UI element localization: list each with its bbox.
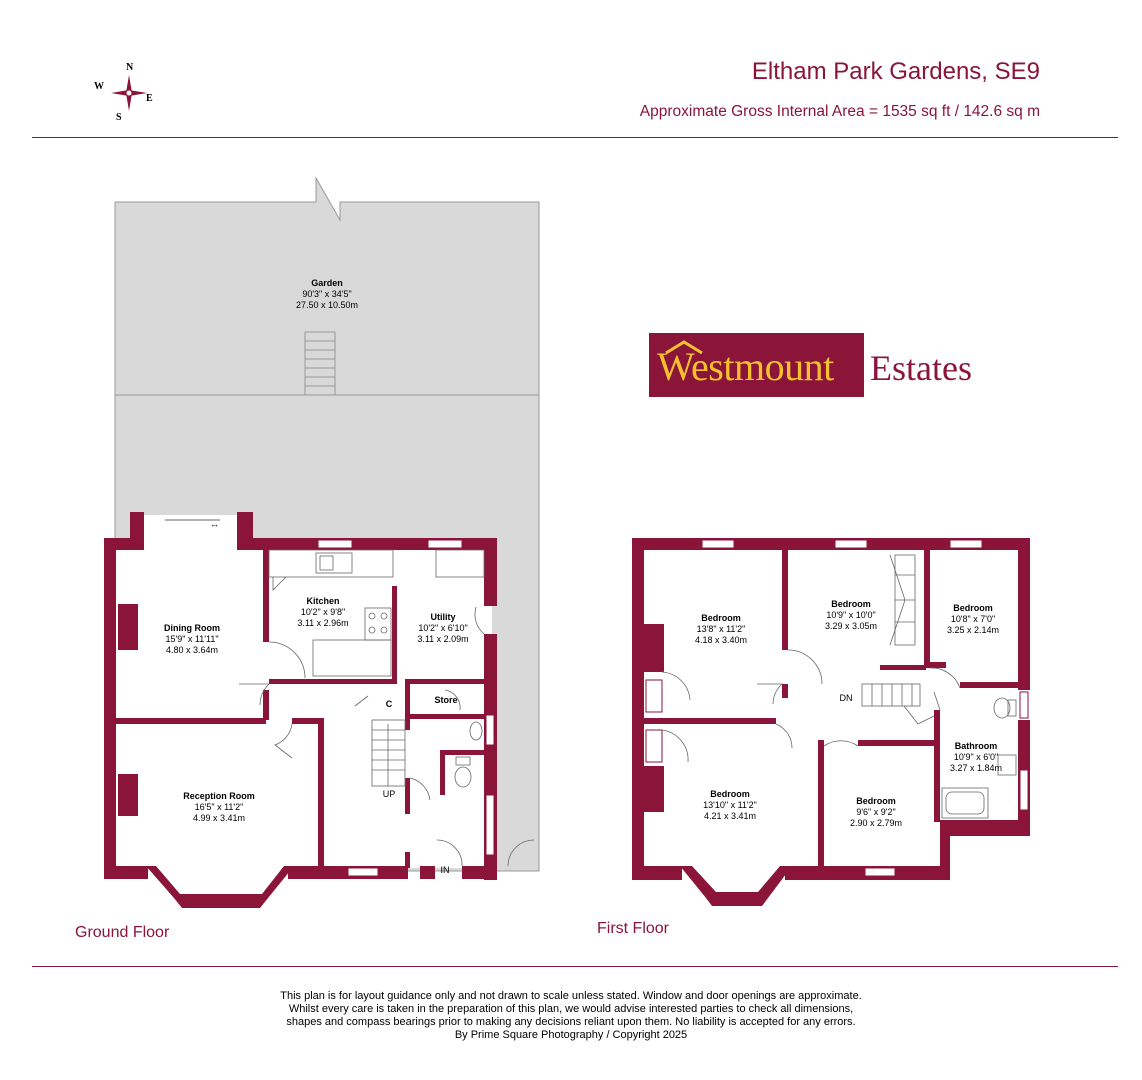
room-metric-utility: 3.11 x 2.09m [417,634,468,644]
top-divider [32,137,1118,138]
room-metric-bedroom-3: 3.25 x 2.14m [947,625,999,635]
room-metric-bedroom-2: 3.29 x 3.05m [825,621,877,631]
room-metric-bedroom-1: 4.18 x 3.40m [695,635,747,645]
room-imperial-utility: 10'2" x 6'10" [418,623,467,633]
disclaimer-line-4: By Prime Square Photography / Copyright … [454,1029,688,1041]
svg-text:↔: ↔ [210,519,219,529]
room-name-bedroom-1: Bedroom [701,613,741,623]
room-imperial-bedroom-2: 10'9" x 10'0" [826,610,875,620]
room-metric-garden: 27.50 x 10.50m [296,300,358,310]
compass-n: N [126,62,134,73]
room-imperial-kitchen: 10'2" x 9'8" [301,607,345,617]
room-imperial-bedroom-5: 9'6" x 9'2" [856,807,895,817]
room-imperial-reception: 16'5" x 11'2" [195,802,244,812]
room-imperial-bedroom-4: 13'10" x 11'2" [703,800,757,810]
first-floor-plan [632,538,1030,906]
logo-roof-icon [665,340,703,354]
room-imperial-bathroom: 10'9" x 6'0" [954,752,998,762]
room-metric-dining: 4.80 x 3.64m [166,645,218,655]
compass-icon: N S E W [94,62,153,123]
room-metric-kitchen: 3.11 x 2.96m [297,618,348,628]
room-metric-bedroom-5: 2.90 x 2.79m [850,818,902,828]
room-name-reception: Reception Room [183,791,255,801]
marker-cupboard: C [386,699,393,709]
gross-area: Approximate Gross Internal Area = 1535 s… [639,103,1040,120]
logo-word-westmount: Westmount [657,344,834,389]
room-name-kitchen: Kitchen [306,596,339,606]
disclaimer-line-1: This plan is for layout guidance only an… [280,990,862,1002]
ground-floor-labels: Garden 90'3" x 34'5" 27.50 x 10.50m Dini… [164,278,469,875]
room-name-bedroom-4: Bedroom [710,789,750,799]
compass-e: E [146,93,153,104]
room-metric-bedroom-4: 4.21 x 3.41m [704,811,756,821]
room-name-bedroom-3: Bedroom [953,603,993,613]
room-name-bedroom-2: Bedroom [831,599,871,609]
first-floor-labels: Bedroom 13'8" x 11'2" 4.18 x 3.40m Bedro… [695,599,1002,828]
disclaimer-line-3: shapes and compass bearings prior to mak… [286,1016,856,1028]
room-name-bathroom: Bathroom [955,741,998,751]
compass-s: S [116,112,122,123]
first-floor-label: First Floor [597,920,669,937]
page-title: Eltham Park Gardens, SE9 [751,58,1040,85]
logo-word-estates: Estates [870,348,972,388]
disclaimer-line-2: Whilst every care is taken in the prepar… [288,1003,854,1015]
room-metric-reception: 4.99 x 3.41m [193,813,245,823]
ground-floor-label: Ground Floor [75,924,170,941]
disclaimer: This plan is for layout guidance only an… [0,990,1142,1042]
room-name-dining: Dining Room [164,623,220,633]
room-name-utility: Utility [430,612,455,622]
room-imperial-garden: 90'3" x 34'5" [302,289,351,299]
room-name-garden: Garden [311,278,343,288]
marker-dn: DN [840,693,853,703]
bottom-divider [32,966,1118,967]
room-name-bedroom-5: Bedroom [856,796,896,806]
room-imperial-bedroom-1: 13'8" x 11'2" [697,624,746,634]
room-imperial-dining: 15'9" x 11'11" [165,634,218,644]
room-imperial-bedroom-3: 10'8" x 7'0" [951,614,995,624]
marker-in: IN [441,865,450,875]
ground-floor-plan: ↔ [104,512,535,908]
compass-w: W [94,81,104,92]
marker-up: UP [383,789,396,799]
marker-store: Store [434,695,457,705]
room-metric-bathroom: 3.27 x 1.84m [950,763,1002,773]
